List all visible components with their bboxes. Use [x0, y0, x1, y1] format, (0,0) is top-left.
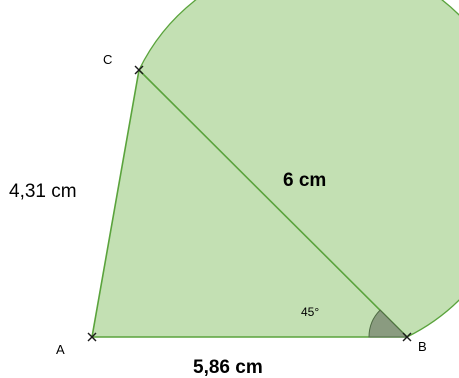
length-ab-label: 5,86 cm	[193, 357, 263, 378]
length-bc-label: 6 cm	[283, 170, 326, 191]
angle-b-label: 45°	[301, 305, 319, 319]
point-b-marker	[402, 332, 412, 342]
side-ac	[91, 69, 140, 338]
length-ac-label: 4,31 cm	[9, 181, 77, 202]
side-bc	[138, 69, 408, 338]
point-a-label: A	[56, 342, 65, 357]
point-c-label: C	[103, 52, 112, 67]
point-a-marker	[87, 332, 97, 342]
triangle-abc	[92, 70, 407, 337]
point-c-marker	[134, 65, 144, 75]
sector-arc	[138, 0, 459, 338]
angle-b-marker	[368, 309, 409, 338]
point-b-label: B	[418, 339, 427, 354]
